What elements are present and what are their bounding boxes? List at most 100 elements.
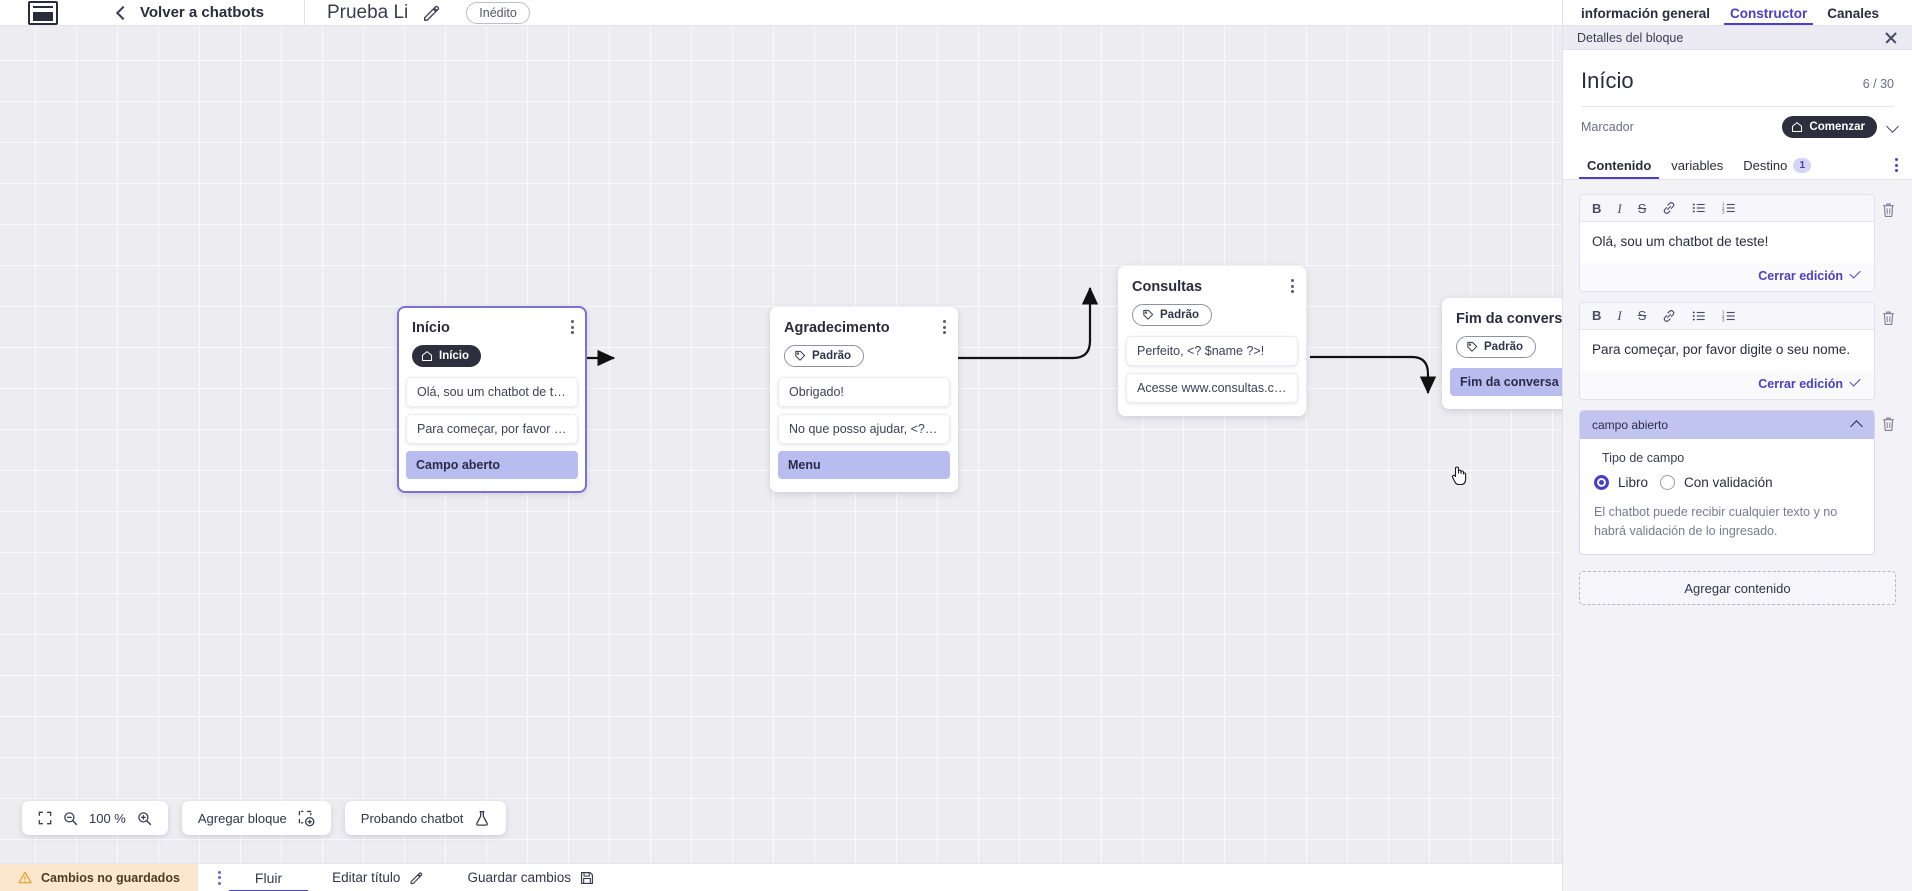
zoom-in-icon[interactable]: [137, 811, 152, 826]
add-content-label: Agregar contenido: [1684, 580, 1791, 596]
status-badge: Inédito: [466, 1, 530, 24]
footer-bar: Cambios no guardados Fluir Editar título…: [0, 863, 1562, 891]
fit-screen-icon[interactable]: [38, 811, 52, 825]
node-tag-row: Padrão: [1442, 327, 1562, 368]
node-input-field[interactable]: Campo aberto: [406, 451, 578, 479]
chevron-up-icon[interactable]: [1851, 419, 1862, 430]
flow-node-consultas[interactable]: Consultas Padrão Perfeito, <? $name ?>! …: [1118, 266, 1306, 416]
footer-more-options-icon[interactable]: [217, 870, 221, 885]
radio-libro[interactable]: Libro: [1594, 474, 1649, 490]
node-tag-row: Padrão: [770, 336, 958, 377]
edit-title-pencil-icon[interactable]: [422, 4, 440, 22]
content-editor-row: B I S 1: [1579, 194, 1896, 302]
close-edit-action[interactable]: Cerrar edición: [1580, 263, 1874, 291]
back-chevron-icon[interactable]: [114, 6, 128, 20]
radio-libro-label: Libro: [1618, 474, 1649, 490]
bold-button[interactable]: B: [1592, 200, 1602, 216]
node-message[interactable]: No que posso ajudar, <? $name ...: [778, 414, 950, 444]
edit-title-button[interactable]: Editar título: [332, 870, 423, 885]
save-changes-button[interactable]: Guardar cambios: [467, 870, 594, 885]
test-chatbot-label: Probando chatbot: [360, 810, 464, 826]
block-counter: 6 / 30: [1862, 77, 1894, 91]
node-menu-icon[interactable]: [1291, 279, 1294, 293]
flow-node-agradecimento[interactable]: Agradecimento Padrão Obrigado! No que po…: [770, 307, 958, 492]
chevron-down-icon[interactable]: [1887, 122, 1898, 133]
footer-tab-flow[interactable]: Fluir: [228, 864, 309, 891]
node-message[interactable]: Para começar, por favor digite o ...: [406, 414, 578, 444]
svg-text:2: 2: [1722, 314, 1725, 319]
back-to-chatbots-link[interactable]: Volver a chatbots: [140, 4, 264, 21]
node-menu-icon[interactable]: [571, 320, 574, 334]
node-tag-default[interactable]: Padrão: [784, 345, 864, 367]
svg-text:3: 3: [1722, 210, 1725, 215]
trash-icon[interactable]: [1881, 310, 1896, 326]
add-content-button[interactable]: Agregar contenido: [1579, 571, 1896, 606]
zoom-out-icon[interactable]: [63, 811, 78, 826]
brand-logo-icon[interactable]: [28, 0, 58, 25]
radio-libro-dot[interactable]: [1594, 474, 1609, 490]
strikethrough-button[interactable]: S: [1637, 308, 1647, 324]
close-edit-action[interactable]: Cerrar edición: [1580, 371, 1874, 399]
node-tag-default[interactable]: Padrão: [1456, 336, 1536, 358]
tab-canales[interactable]: Canales: [1827, 6, 1880, 21]
radio-con-validacion-dot[interactable]: [1660, 474, 1676, 490]
strikethrough-button[interactable]: S: [1637, 200, 1647, 216]
tab-destino-label: Destino: [1743, 158, 1788, 173]
node-input-field[interactable]: Menu: [778, 451, 950, 479]
trash-icon[interactable]: [1881, 202, 1896, 218]
field-help-text: El chatbot puede recibir cualquier texto…: [1594, 504, 1838, 538]
numbered-list-icon[interactable]: 1 2 3: [1722, 309, 1736, 323]
tab-destino[interactable]: Destino 1: [1733, 158, 1821, 179]
tab-informacion-general[interactable]: información general: [1581, 6, 1711, 21]
content-more-options-icon[interactable]: [1895, 158, 1898, 172]
marker-chip[interactable]: Comenzar: [1782, 116, 1877, 138]
edit-title-label: Editar título: [332, 870, 401, 885]
bold-button[interactable]: B: [1592, 308, 1602, 324]
flow-canvas[interactable]: Início Início Olá, sou um chatbot de tes…: [0, 26, 1562, 863]
panel-content-tabs: Contenido variables Destino 1: [1563, 150, 1912, 180]
close-icon[interactable]: [1884, 31, 1898, 45]
node-message[interactable]: Acesse www.consultas.com par...: [1126, 373, 1298, 403]
open-field-row: campo abierto Tipo de campo Libro: [1579, 409, 1896, 556]
page-title: Início: [1581, 68, 1634, 93]
italic-button[interactable]: I: [1617, 308, 1622, 324]
destino-count-badge: 1: [1793, 158, 1812, 173]
numbered-list-icon[interactable]: 1 2 3: [1722, 201, 1736, 215]
editor-text[interactable]: Olá, sou um chatbot de teste!: [1580, 222, 1874, 263]
flow-node-fim-da-conversa[interactable]: Fim da conversa Padrão Fim da conversa: [1442, 298, 1562, 409]
content-editor-row: B I S 1: [1579, 301, 1896, 410]
node-tag-label: Início: [439, 350, 470, 362]
node-tag-default[interactable]: Padrão: [1132, 304, 1212, 326]
marker-chip-label: Comenzar: [1809, 121, 1865, 133]
editor-text[interactable]: Para começar, por favor digite o seu nom…: [1580, 329, 1874, 371]
italic-button[interactable]: I: [1617, 200, 1622, 216]
test-chatbot-button[interactable]: Probando chatbot: [344, 801, 507, 835]
open-field-header[interactable]: campo abierto: [1580, 410, 1874, 439]
open-field-card[interactable]: campo abierto Tipo de campo Libro: [1579, 409, 1875, 556]
node-message[interactable]: Obrigado!: [778, 377, 950, 407]
bullet-list-icon[interactable]: [1692, 201, 1706, 215]
rich-text-editor-2[interactable]: B I S 1: [1579, 301, 1875, 400]
node-header: Início: [398, 307, 586, 336]
flow-node-inicio[interactable]: Início Início Olá, sou um chatbot de tes…: [397, 306, 587, 493]
link-icon[interactable]: [1662, 201, 1676, 215]
add-block-button[interactable]: Agregar bloque: [181, 801, 331, 835]
panel-subheader: Detalles del bloque: [1563, 26, 1912, 50]
tab-contenido[interactable]: Contenido: [1577, 158, 1661, 179]
rich-text-editor-1[interactable]: B I S 1: [1579, 194, 1875, 292]
warning-triangle-icon: [18, 871, 32, 884]
bullet-list-icon[interactable]: [1692, 309, 1706, 323]
node-message[interactable]: Olá, sou um chatbot de teste!: [406, 377, 578, 407]
node-tag-start[interactable]: Início: [412, 345, 482, 367]
radio-con-validacion[interactable]: Con validación: [1660, 474, 1773, 490]
tab-contenido-label: Contenido: [1587, 158, 1652, 173]
link-icon[interactable]: [1662, 309, 1676, 323]
tab-constructor[interactable]: Constructor: [1720, 6, 1817, 25]
trash-icon[interactable]: [1881, 416, 1896, 432]
node-menu-icon[interactable]: [943, 320, 946, 334]
node-message[interactable]: Perfeito, <? $name ?>!: [1126, 336, 1298, 366]
zoom-controls[interactable]: 100 %: [22, 801, 168, 835]
node-input-field[interactable]: Fim da conversa: [1450, 368, 1562, 396]
tab-variables[interactable]: variables: [1661, 158, 1733, 179]
marker-value-group[interactable]: Comenzar: [1782, 116, 1898, 138]
